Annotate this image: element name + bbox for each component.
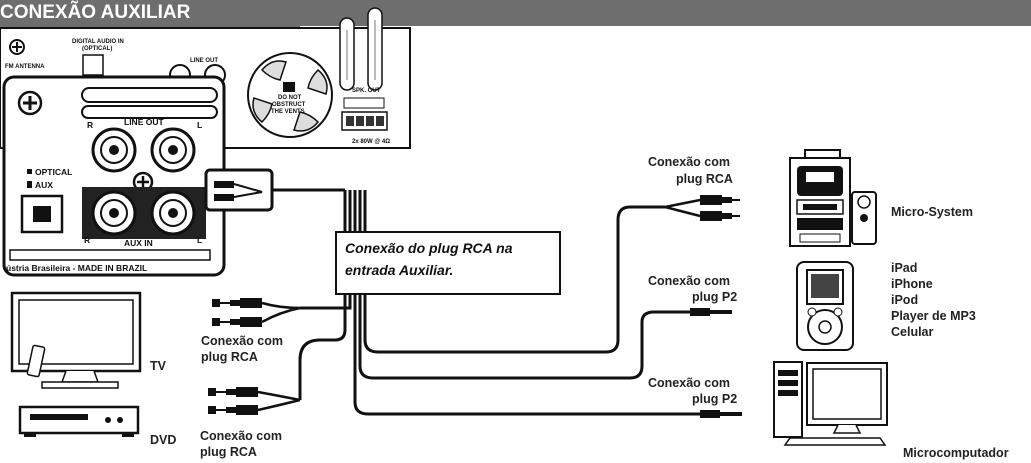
- p2-a-label-2: plug P2: [692, 290, 737, 304]
- aux-in-jack-r: [91, 190, 137, 236]
- micro-system-icon: [789, 149, 877, 247]
- portable-label-1: iPhone: [891, 277, 933, 291]
- micro-system-label: Micro-System: [891, 205, 973, 219]
- fm-antenna-label: FM ANTENNA: [5, 64, 45, 70]
- p2-b-label-1: Conexão com: [648, 376, 730, 390]
- computer-label: Microcomputador: [903, 446, 1009, 460]
- line-out-label: LINE OUT: [124, 117, 164, 127]
- cable-bundle: [272, 188, 700, 416]
- vent-fan-icon: [247, 52, 333, 138]
- callout-line-2: entrada Auxiliar.: [345, 262, 453, 278]
- optical-label: OPTICAL: [35, 167, 72, 177]
- aux-label: AUX: [35, 180, 53, 190]
- cable-branches: [257, 198, 701, 412]
- rca-tv-label-1: Conexão com: [201, 334, 283, 348]
- rca-plug-highlight: [204, 168, 274, 212]
- p2-b-label-2: plug P2: [692, 392, 737, 406]
- line-out-jack-r: [91, 127, 137, 173]
- p2-plug-icon: [700, 410, 742, 418]
- spk-out-label: SPK. OUT: [352, 88, 381, 94]
- line-out-jack-l: [150, 127, 196, 173]
- callout-box: Conexão do plug RCA na entrada Auxiliar.: [335, 231, 561, 295]
- aux-in-label: AUX IN: [124, 238, 153, 248]
- rca-plug-icon: [208, 387, 258, 415]
- rca-dvd-label-2: plug RCA: [200, 445, 257, 459]
- p2-a-label-1: Conexão com: [648, 274, 730, 288]
- r-label: R: [84, 235, 90, 245]
- vents-label-3: THE VENTS: [271, 109, 305, 115]
- rca-top-label-1: Conexão com: [648, 155, 730, 169]
- portable-label-4: Celular: [891, 325, 934, 339]
- input-selector-button: [20, 194, 64, 234]
- rca-plug-icon: [700, 195, 740, 221]
- rca-top-label-2: plug RCA: [676, 172, 733, 186]
- optical-port: [82, 54, 104, 76]
- dvd-player-icon: [18, 405, 140, 437]
- p2-plug-icon: [690, 308, 732, 316]
- impedance-label: 2x 80W @ 4Ω: [352, 139, 390, 145]
- line-out-small-label: LINE OUT: [190, 58, 218, 64]
- vents-label-1: DO NOT: [278, 95, 302, 101]
- made-in-label: ústria Brasileira - MADE IN BRAZIL: [6, 263, 147, 273]
- callout-line-1: Conexão do plug RCA na: [345, 240, 513, 256]
- rca-plug-icon: [212, 298, 262, 327]
- portable-label-2: iPod: [891, 293, 918, 307]
- tv-label: TV: [150, 359, 167, 373]
- l-label: L: [197, 120, 202, 130]
- portable-label-3: Player de MP3: [891, 309, 976, 323]
- rca-dvd-label-1: Conexão com: [200, 429, 282, 443]
- r-label: R: [87, 120, 93, 130]
- optical-sub-label: (OPTICAL): [82, 46, 112, 52]
- portable-player-icon: [796, 261, 854, 351]
- vents-label-2: OBSTRUCT: [272, 102, 306, 108]
- zoomed-connector-panel: R LINE OUT L R AUX IN L OPT: [2, 75, 226, 277]
- tv-icon: [10, 291, 142, 389]
- l-label: L: [197, 235, 202, 245]
- page-title: CONEXÃO AUXILIAR: [0, 2, 300, 28]
- portable-label-0: iPad: [891, 261, 917, 275]
- digital-audio-label: DIGITAL AUDIO IN: [72, 39, 124, 45]
- computer-icon: [773, 361, 888, 446]
- rca-tv-label-2: plug RCA: [201, 350, 258, 364]
- antenna-icon: [339, 7, 383, 91]
- dvd-label: DVD: [150, 433, 176, 447]
- aux-in-jack-l: [150, 190, 196, 236]
